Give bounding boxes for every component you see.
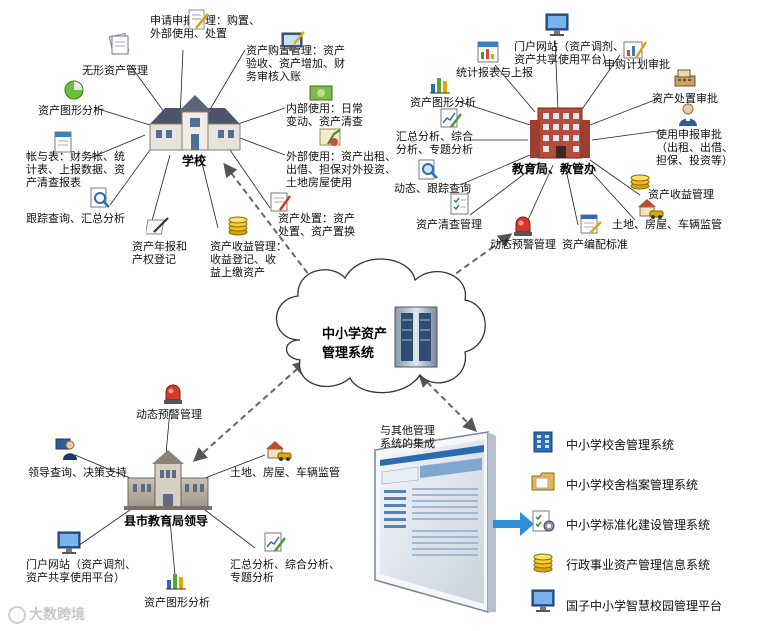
house-car-icon xyxy=(266,441,292,461)
archive-folder-icon xyxy=(531,472,555,491)
bureau-item-income: 资产收益管理 xyxy=(648,188,714,201)
monitor-pen-icon xyxy=(281,31,305,51)
house-car-icon xyxy=(638,199,664,219)
county-item-graph: 资产图形分析 xyxy=(144,596,210,609)
integration-monitor-icon xyxy=(374,431,496,613)
watermark: 大数跨境 xyxy=(8,604,85,624)
analysis-pen-icon xyxy=(440,108,462,128)
bureau-item-graph: 资产图形分析 xyxy=(410,96,476,109)
school-item-ledger: 帐与表：财务帐、统 计表、上报数据、资 产清查报表 xyxy=(26,150,125,189)
integration-system-smart: 国子中小学智慧校园管理平台 xyxy=(566,599,723,613)
coins-icon xyxy=(228,216,248,236)
computer-icon xyxy=(531,589,555,612)
magnifier-doc-icon xyxy=(418,159,438,180)
coins-icon xyxy=(630,174,650,190)
school-item-graph: 资产图形分析 xyxy=(38,104,104,117)
school-item-disposal: 资产处置：资产 处置、资产置换 xyxy=(278,212,355,238)
money-card-icon xyxy=(309,85,333,101)
school-item-track: 跟踪查询、汇总分析 xyxy=(26,212,125,225)
county-hub-label: 县市教育局领导 xyxy=(124,514,209,528)
bureau-item-check: 资产清查管理 xyxy=(416,218,482,231)
coins-icon xyxy=(533,553,553,573)
county-item-analysis: 汇总分析、综合分析、 专题分析 xyxy=(230,558,340,584)
school-item-external: 外部使用：资产出租、 出借、担保对外投资、 土地房屋使用 xyxy=(286,150,396,189)
school-item-intangible: 无形资产管理 xyxy=(82,64,148,77)
bar-chart-icon xyxy=(166,574,186,590)
center-label: 中小学资产 管理系统 xyxy=(322,327,388,361)
plan-approval-icon xyxy=(623,41,648,59)
ledger-icon xyxy=(54,131,72,153)
bureau-item-stats: 统计报表与上报 xyxy=(456,66,533,79)
integration-system-archive: 中小学校舍档案管理系统 xyxy=(566,478,699,492)
computer-icon xyxy=(57,531,81,554)
county-item-leader: 领导查询、决策支持 xyxy=(28,466,127,479)
gear-checklist-icon xyxy=(532,510,555,532)
school-item-income: 资产收益管理： 收益登记、收 益上缴资产 xyxy=(210,240,287,279)
server-icon xyxy=(394,306,438,368)
school-item-annual: 资产年报和 产权登记 xyxy=(132,240,187,266)
report-icon xyxy=(477,41,499,63)
county-building-icon xyxy=(124,450,212,510)
blue-arrow-icon xyxy=(493,512,534,536)
person-approval-icon xyxy=(679,103,697,126)
computer-icon xyxy=(545,13,569,36)
school-building-icon xyxy=(149,95,241,151)
bureau-item-usage: 使用申报审批 （出租、出借、 担保、投资等） xyxy=(656,128,733,167)
bureau-item-land: 土地、房屋、车辆监管 xyxy=(612,218,722,231)
bar-chart-icon xyxy=(430,78,450,94)
alarm-light-icon xyxy=(164,384,182,404)
watermark-logo-icon xyxy=(8,606,26,624)
watermark-text: 大数跨境 xyxy=(29,607,85,623)
integration-system-standard: 中小学标准化建设管理系统 xyxy=(566,518,711,532)
pie-chart-icon xyxy=(64,80,84,100)
integration-system-dorm: 中小学校舍管理系统 xyxy=(566,438,675,452)
checklist-icon xyxy=(450,193,469,215)
school-hub-label: 学校 xyxy=(182,154,207,168)
bureau-item-standard: 资产编配标准 xyxy=(562,238,628,251)
county-item-alarm: 动态预警管理 xyxy=(136,408,202,421)
form-pen-icon xyxy=(188,9,209,30)
report-pen-icon xyxy=(270,192,292,212)
county-item-portal: 门户网站（资产调剂、 资产共享使用平台） xyxy=(26,558,136,584)
county-item-land: 土地、房屋、车辆监管 xyxy=(230,466,340,479)
bureau-item-query: 动态、跟踪查询 xyxy=(394,182,471,195)
bureau-building-icon xyxy=(530,107,590,159)
leader-icon xyxy=(55,438,77,460)
bureau-item-analysis: 汇总分析、综合 分析、专题分析 xyxy=(396,130,473,156)
integration-system-admin: 行政事业资产管理信息系统 xyxy=(566,558,711,572)
integration-label: 与其他管理 系统的集成 xyxy=(380,424,435,450)
document-stack-icon xyxy=(108,32,130,56)
alarm-light-icon xyxy=(514,216,532,236)
bureau-item-alarm: 动态预警管理 xyxy=(490,238,556,251)
school-item-apply: 申请申报管理：购置、 外部使用、处置 xyxy=(150,14,260,40)
bureau-spokes xyxy=(459,39,666,226)
school-item-internal: 内部使用：日常 变动、资产清查 xyxy=(286,102,363,128)
bureau-item-plan: 申购计划审批 xyxy=(604,58,670,71)
certificate-icon xyxy=(319,128,341,146)
cash-register-icon xyxy=(674,69,696,87)
standard-doc-icon xyxy=(580,214,602,234)
pen-paper-icon xyxy=(146,217,169,235)
analysis-pen-icon xyxy=(264,532,286,552)
building-icon xyxy=(533,431,553,453)
search-report-icon xyxy=(90,187,110,208)
bureau-item-portal: 门户网站（资产调剂、 资产共享使用平台） xyxy=(514,40,624,66)
school-item-purchase: 资产购置管理：资产 验收、资产增加、财 务审核入账 xyxy=(246,44,345,83)
bureau-item-disposal: 资产处置审批 xyxy=(652,92,718,105)
bureau-hub-label: 教育局、教管办 xyxy=(512,162,597,176)
